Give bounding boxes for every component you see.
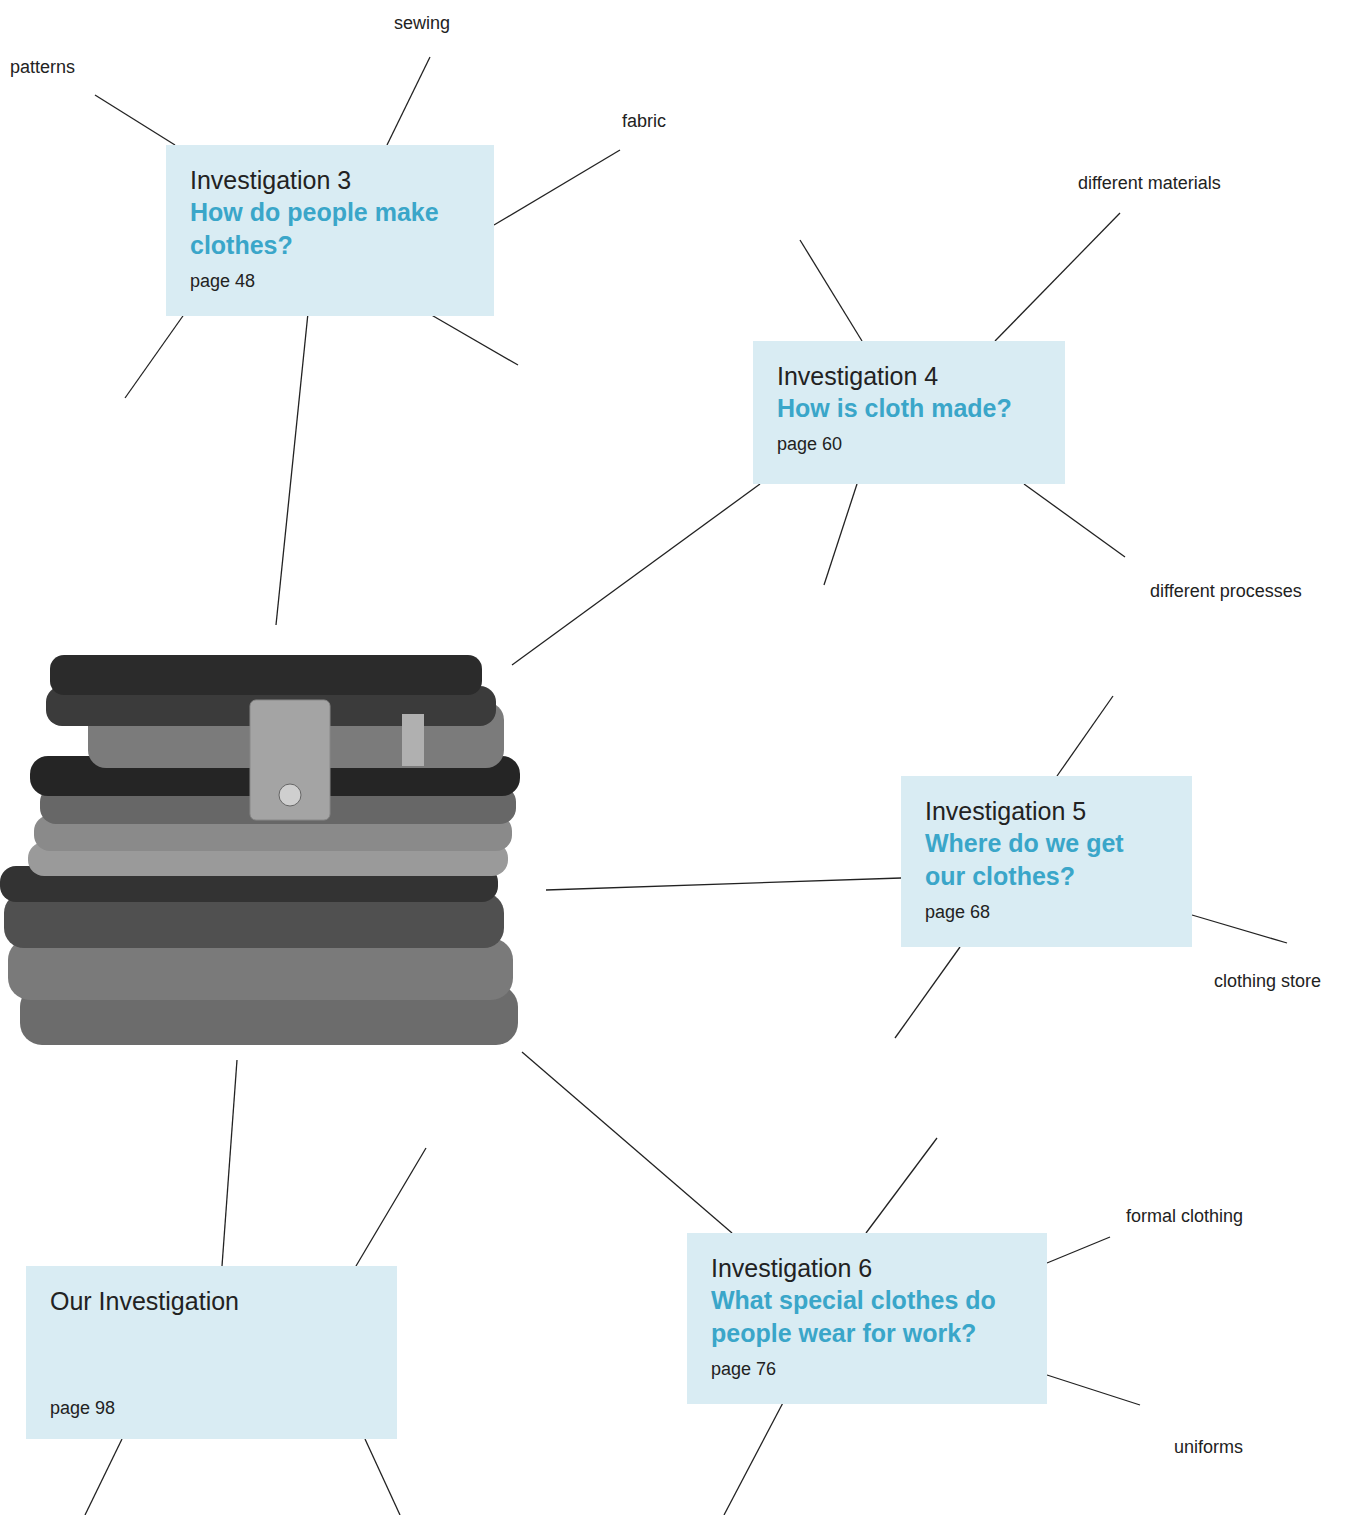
branch-line <box>95 95 175 145</box>
branch-line <box>1047 1237 1110 1263</box>
branch-line <box>1024 484 1125 557</box>
investigation-box: Investigation 4How is cloth made? page 60 <box>753 341 1065 484</box>
branch-line <box>428 313 518 365</box>
seam <box>402 714 424 766</box>
branch-label: patterns <box>10 56 75 78</box>
branch-line <box>387 57 430 145</box>
branch-label: fabric <box>622 110 666 132</box>
question-text: Where do we get our clothes? <box>925 827 1155 893</box>
branch-line <box>276 313 308 625</box>
box-heading: Investigation 5 <box>925 796 1155 827</box>
button <box>279 784 301 806</box>
folded-cloth <box>50 655 482 695</box>
branch-line <box>1047 1375 1140 1405</box>
question-text: What special clothes do people wear for … <box>711 1284 1031 1350</box>
branch-line <box>824 484 857 585</box>
page-reference: page 60 <box>777 431 1047 457</box>
page-reference: page 48 <box>190 268 470 294</box>
page-reference: page 76 <box>711 1356 1031 1382</box>
branch-line <box>494 150 620 225</box>
box-heading: Our Investigation <box>50 1286 370 1317</box>
branch-label: uniforms <box>1174 1436 1243 1458</box>
branch-line <box>356 1148 426 1266</box>
branch-label: different processes <box>1150 580 1302 602</box>
branch-label: clothing store <box>1214 970 1321 992</box>
branch-line <box>365 1439 400 1515</box>
page-reference: page 68 <box>925 899 1155 925</box>
branch-label: different materials <box>1078 172 1221 194</box>
box-heading: Investigation 4 <box>777 361 1047 392</box>
branch-line <box>1057 696 1113 776</box>
branch-line <box>724 1397 786 1515</box>
investigation-box: Investigation 5Where do we get our cloth… <box>901 776 1192 947</box>
page-reference: page 98 <box>50 1395 370 1421</box>
investigation-box: Investigation 3How do people make clothe… <box>166 145 494 316</box>
branch-line <box>85 1439 122 1515</box>
branch-line <box>866 1138 937 1233</box>
box-heading: Investigation 6 <box>711 1253 1031 1284</box>
branch-line <box>1192 915 1287 943</box>
question-text: How is cloth made? <box>777 392 1047 425</box>
branch-line <box>222 1060 237 1266</box>
branch-line <box>125 313 185 398</box>
clothes-pile <box>0 655 520 1045</box>
box-heading: Investigation 3 <box>190 165 470 196</box>
branch-line <box>522 1052 732 1233</box>
branch-line <box>895 947 960 1038</box>
branch-line <box>546 878 901 890</box>
question-text: How do people make clothes? <box>190 196 470 262</box>
branch-label: formal clothing <box>1126 1205 1243 1227</box>
investigation-box: Our Investigation page 98 <box>26 1266 397 1439</box>
investigation-box: Investigation 6What special clothes do p… <box>687 1233 1047 1404</box>
button-tab <box>250 700 330 820</box>
branch-line <box>995 213 1120 341</box>
branch-line <box>800 240 862 341</box>
branch-label: sewing <box>394 12 450 34</box>
branch-line <box>512 484 760 665</box>
